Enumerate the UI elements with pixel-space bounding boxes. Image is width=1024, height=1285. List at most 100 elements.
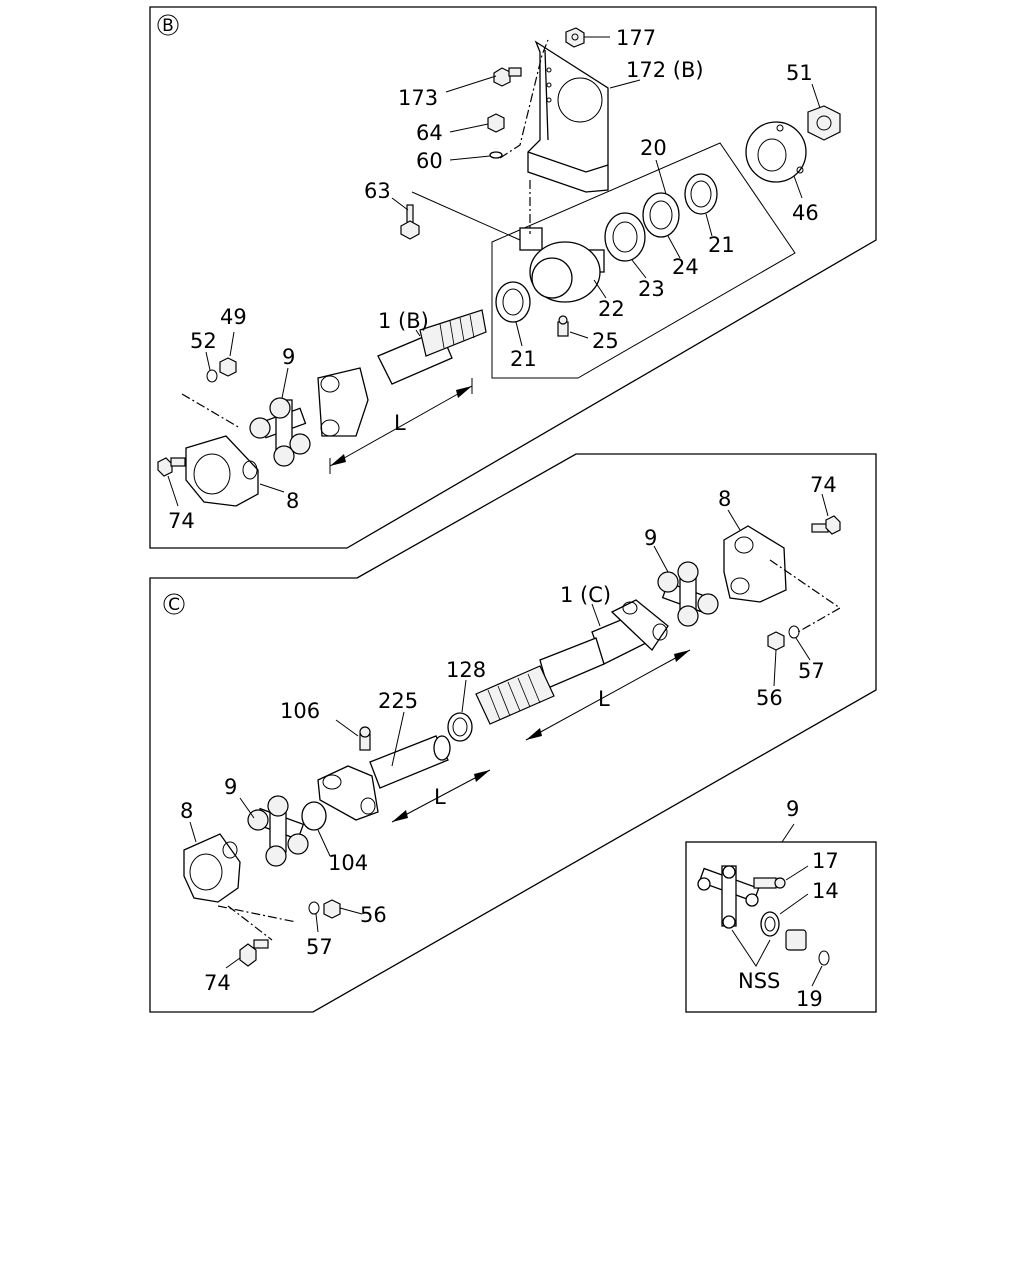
fitting-17-body [753, 877, 777, 889]
label-23: 23 [638, 277, 665, 301]
label-74-b: 74 [168, 509, 195, 533]
flange-yoke-top-body [723, 525, 787, 603]
bolt-173-shank [508, 67, 522, 77]
uj-cap [273, 445, 295, 467]
leader [609, 79, 641, 89]
label-177: 177 [616, 26, 656, 50]
leader [391, 711, 405, 767]
label-225: 225 [378, 689, 418, 713]
ring-128-inner [452, 717, 468, 737]
spline-line [497, 685, 511, 717]
label-56-top: 56 [756, 686, 783, 710]
label-128: 128 [446, 658, 486, 682]
seal-14-inner [764, 916, 776, 932]
tube-225-body [369, 735, 449, 789]
uj-cap [267, 795, 289, 817]
seal-21-right [684, 173, 718, 215]
bracket-bolt-hole [546, 82, 552, 88]
yoke-1b-eye [320, 375, 340, 393]
grease-nipple-106 [359, 726, 371, 751]
leader [335, 719, 359, 737]
label-l-short: L [434, 785, 446, 809]
label-22: 22 [598, 297, 625, 321]
bolt-63-head [400, 220, 420, 240]
leader [655, 159, 667, 195]
dimension-l-b [329, 378, 473, 474]
dimension-l-long [525, 649, 691, 741]
bolt-173 [493, 67, 522, 87]
label-20: 20 [640, 136, 667, 160]
bearing-23-inner [612, 221, 638, 253]
leader [781, 823, 795, 843]
bolt-74-top [811, 515, 841, 535]
detail-trunnion [722, 865, 736, 879]
spline-line [487, 689, 501, 721]
leader [205, 351, 211, 371]
leader [795, 637, 811, 661]
flange-yoke-body [185, 435, 259, 507]
seal-14-outer [760, 911, 780, 937]
bracket-bolt-hole [546, 67, 552, 73]
leader [317, 829, 331, 857]
dim-arrow [392, 810, 408, 822]
leader [339, 907, 363, 915]
label-14: 14 [812, 879, 839, 903]
label-56-bottom: 56 [360, 903, 387, 927]
label-51: 51 [786, 61, 813, 85]
bracket-172 [527, 40, 609, 193]
shaft-1c-spline [475, 665, 555, 725]
dim-arrow [674, 650, 690, 662]
leader [667, 235, 681, 259]
bearing-subbox [491, 142, 796, 379]
leader [821, 493, 829, 517]
universal-joint-9-bottom [247, 795, 309, 867]
label-21-right: 21 [708, 233, 735, 257]
clip-52 [206, 369, 218, 383]
uj-cap [249, 417, 271, 439]
leader [811, 965, 823, 987]
leader [167, 475, 179, 507]
leader-nss [731, 929, 771, 967]
ring-128-outer [447, 712, 473, 742]
label-19: 19 [796, 987, 823, 1011]
leader [415, 329, 421, 337]
propeller-shaft-1b [317, 309, 487, 437]
flange-yoke-bore [193, 453, 231, 495]
panel-b-letter: B [162, 16, 174, 36]
spline-line [449, 320, 455, 346]
yoke-1b-eye [320, 419, 340, 437]
label-9-b: 9 [282, 345, 295, 369]
seal-21r-outer [684, 173, 718, 215]
flange-yoke-bot-bore [189, 853, 223, 891]
flange-46 [745, 121, 807, 183]
shaft-1b-spline [419, 309, 487, 357]
assembly-line [411, 191, 521, 241]
assembly-line [217, 905, 297, 923]
flange-yoke-top-eye [730, 577, 750, 595]
label-l-long: L [598, 687, 610, 711]
leader [653, 545, 669, 573]
flange-yoke-top-eye [734, 536, 754, 554]
uj-cap [289, 433, 311, 455]
label-9-bottom: 9 [224, 775, 237, 799]
flange-yoke-bot-body [183, 833, 241, 903]
yoke-225-eye [360, 797, 376, 815]
flange-yoke-8-top [723, 525, 787, 603]
bracket-edge [544, 49, 549, 141]
nut-64 [487, 113, 505, 133]
leader [445, 75, 497, 93]
assembly-line [181, 393, 241, 429]
nut-51-body [807, 105, 841, 141]
leader [449, 123, 489, 133]
uj-cap [657, 571, 679, 593]
seal-21r-inner [690, 180, 712, 208]
center-bearing-22 [519, 227, 605, 303]
nipple-tip [558, 315, 568, 325]
uj-cap [677, 605, 699, 627]
leader [785, 865, 809, 881]
leader [591, 603, 601, 627]
seal-14 [760, 911, 780, 937]
bearing-bore [531, 257, 573, 299]
yoke-225-eye [322, 774, 342, 790]
